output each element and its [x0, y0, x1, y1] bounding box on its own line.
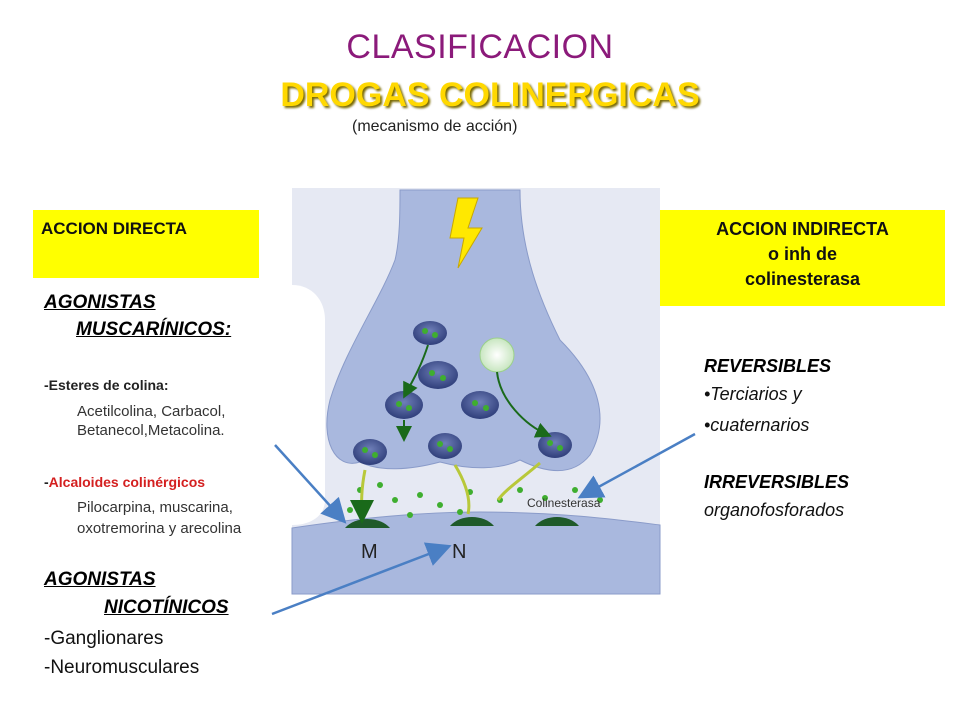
- lightning-icon: [449, 197, 483, 269]
- agonistas-nicotinicos-heading-2: NICOTÍNICOS: [104, 597, 229, 618]
- agonistas-muscarinicos-heading-1: AGONISTAS: [44, 292, 156, 313]
- accion-indirecta-line-1: ACCION INDIRECTA: [716, 219, 889, 239]
- arrow-to-m: [274, 444, 347, 524]
- receptor-n-label: N: [452, 541, 467, 563]
- arrow-to-colinesterasa: [577, 432, 696, 499]
- reversibles-title: REVERSIBLES: [704, 356, 832, 376]
- accion-indirecta-line-3: colinesterasa: [744, 269, 861, 289]
- ganglionares-item: -Ganglionares: [44, 628, 164, 649]
- accion-directa-label: ACCION DIRECTA: [41, 219, 188, 238]
- receptor-m-label: M: [361, 541, 378, 563]
- esteres-list-line-2: Betanecol,Metacolina.: [77, 422, 225, 439]
- esteres-list-line-1: Acetilcolina, Carbacol,: [77, 403, 226, 420]
- accion-directa-box: ACCION DIRECTA: [33, 210, 259, 278]
- reversibles-item-1: •Terciarios y: [704, 384, 802, 404]
- subtitle: (mecanismo de acción): [352, 118, 518, 135]
- reversibles-item-2: •cuaternarios: [704, 415, 810, 435]
- arrow-to-n: [271, 542, 452, 616]
- neuromusculares-item: -Neuromusculares: [44, 657, 200, 678]
- accion-indirecta-line-2: o inh de: [768, 244, 837, 264]
- vesicles: [353, 321, 572, 465]
- agonistas-muscarinicos-heading-2: MUSCARÍNICOS:: [76, 319, 232, 340]
- colinesterasa-label: Colinesterasa: [527, 496, 601, 510]
- agonistas-nicotinicos-heading-1: AGONISTAS: [44, 569, 156, 590]
- esteres-label: -Esteres de colina:: [44, 377, 169, 393]
- alcaloides-list-line-1: Pilocarpina, muscarina,: [77, 499, 233, 516]
- alcaloides-dash: -: [44, 474, 49, 490]
- alcaloides-label: -Alcaloides colinérgicos: [44, 474, 205, 490]
- irreversibles-item-1: organofosforados: [704, 500, 845, 520]
- irreversibles-title: IRREVERSIBLES: [704, 472, 850, 492]
- acetylcholine-molecules: [347, 328, 603, 518]
- alcaloides-text: Alcaloides colinérgicos: [48, 474, 206, 490]
- alcaloides-list-line-2: oxotremorina y arecolina: [77, 520, 242, 537]
- accion-indirecta-box: ACCION INDIRECTA o inh de colinesterasa: [660, 210, 945, 306]
- title-drogas-colinergicas: DROGAS COLINERGICAS: [280, 76, 700, 114]
- vesicle-burst: [479, 337, 515, 373]
- title-clasificacion: CLASIFICACION: [346, 28, 614, 66]
